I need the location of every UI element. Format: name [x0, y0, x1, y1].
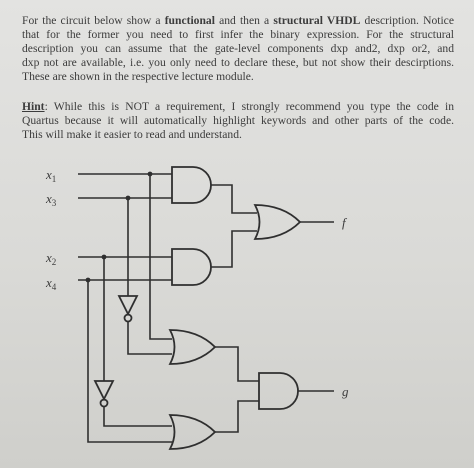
not-gate-1	[117, 295, 139, 317]
output-label-f: f	[342, 215, 348, 230]
junction-dot	[85, 277, 91, 283]
wire-and1-to-or	[211, 184, 257, 214]
not-gate-2-bubble	[99, 398, 109, 408]
emphasis-structural-vhdl: structural VHDL	[273, 14, 361, 27]
statement-line-3: description you can assume that the gate…	[22, 41, 454, 55]
statement-line-2: that for the former you need to first in…	[22, 27, 454, 41]
hint-paragraph: Hint: While this is NOT a requirement, I…	[22, 100, 454, 142]
not-gate-1-bubble	[123, 313, 133, 323]
and-gate-g	[258, 372, 299, 410]
statement-line-1: For the circuit below show a functional …	[22, 14, 454, 27]
statement-line-4: dxp not are available, i.e. you only nee…	[22, 55, 454, 69]
or-gate-f	[253, 204, 302, 240]
wire-not-x3	[127, 322, 172, 355]
junction-dot	[147, 171, 153, 177]
hint-line-2: Quartus because it will automatically hi…	[22, 113, 454, 127]
statement-line-5: These are shown in the respective lectur…	[22, 69, 254, 83]
hint-label: Hint	[22, 100, 45, 113]
input-label-x2: x2	[45, 250, 56, 267]
problem-statement: For the circuit below show a functional …	[22, 14, 454, 84]
wire-or3-to-and	[215, 346, 259, 382]
wire-and2-to-or	[211, 230, 257, 268]
wire-x1-branch	[149, 174, 172, 340]
wire-or4-to-and	[215, 400, 259, 433]
wire-x4-branch	[87, 280, 172, 443]
hint-line-1: Hint: While this is NOT a requirement, I…	[22, 100, 454, 113]
or-gate-4	[168, 414, 217, 450]
and-gate-2	[171, 248, 212, 286]
input-label-x4: x4	[45, 275, 57, 292]
input-label-x1: x1	[45, 167, 56, 184]
emphasis-functional: functional	[164, 14, 215, 27]
junction-dot	[101, 254, 107, 260]
or-gate-3	[168, 329, 217, 365]
wire-not-x2	[103, 407, 172, 427]
output-label-g: g	[342, 384, 349, 399]
junction-dot	[125, 195, 131, 201]
hint-line-3: This will make it easier to read and und…	[22, 127, 242, 141]
input-label-x3: x3	[45, 191, 57, 208]
and-gate-1	[171, 166, 212, 204]
not-gate-2	[93, 380, 115, 402]
